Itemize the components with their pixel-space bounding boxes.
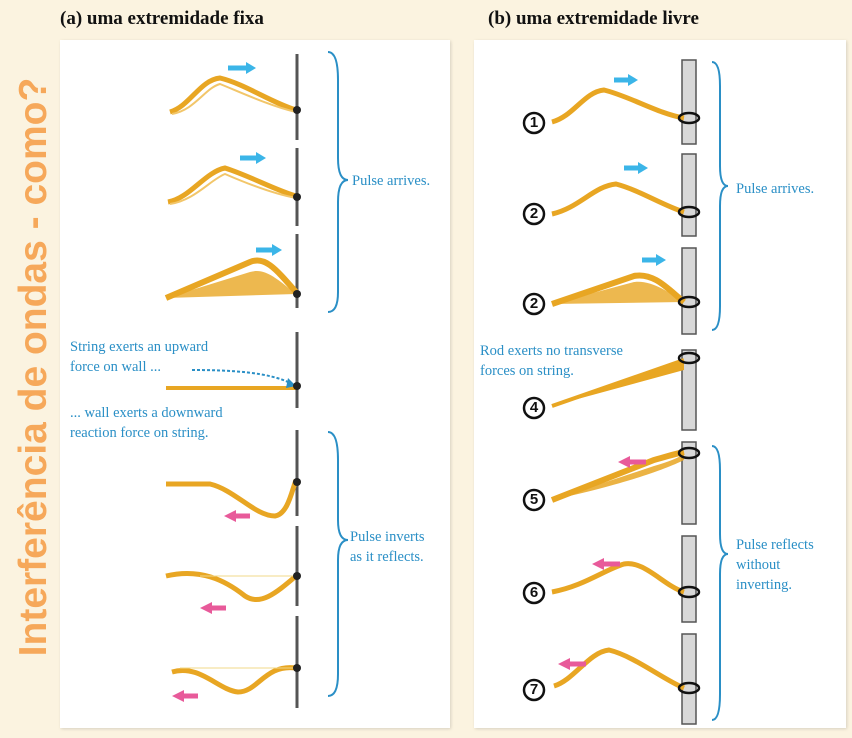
panel-b-diagram (522, 59, 729, 725)
panel-a: Pulse arrives. String exerts an upward f… (60, 40, 450, 728)
pulse-a-1 (169, 62, 301, 115)
pulse-b-2 (551, 162, 701, 219)
panel-a-title: (a) uma extremidade fixa (60, 8, 264, 29)
pulse-a-6 (165, 570, 301, 614)
label-a-arrives: Pulse arrives. (352, 173, 431, 189)
label-a-inverts-1: Pulse inverts (350, 529, 425, 545)
pulse-b-7 (553, 647, 701, 695)
pulse-a-2 (167, 152, 301, 205)
pulse-a-5 (166, 478, 301, 522)
label-b-rod-2: forces on string. (480, 363, 574, 379)
brace-b-reflects (711, 445, 729, 721)
pulse-a-4 (166, 369, 301, 390)
panel-a-diagram (164, 51, 349, 708)
pulse-a-3 (164, 244, 301, 301)
stage-label-7: 7 (529, 681, 539, 698)
pulse-b-6 (551, 558, 701, 599)
pulse-b-4 (551, 351, 701, 408)
label-b-reflects-1: Pulse reflects (736, 537, 814, 553)
label-a-string-force-2: force on wall ... (70, 359, 161, 375)
label-a-inverts-2: as it reflects. (350, 549, 424, 565)
brace-inverts (327, 431, 349, 697)
label-b-reflects-2: without (736, 557, 781, 573)
label-b-rod-1: Rod exerts no transverse (480, 343, 623, 359)
pulse-a-7 (171, 664, 301, 702)
label-a-wall-force-1: ... wall exerts a downward (70, 405, 223, 421)
label-b-arrives: Pulse arrives. (736, 181, 815, 197)
label-b-reflects-3: inverting. (736, 577, 792, 593)
pulse-b-5 (550, 446, 701, 503)
side-title: Interferência de ondas - como? (12, 77, 55, 657)
panel-b: 1 2 2 4 5 6 7 Pulse arrives. Rod exerts … (474, 40, 846, 728)
stage-label-5: 5 (529, 491, 539, 508)
label-a-wall-force-2: reaction force on string. (70, 425, 209, 441)
stage-label-3: 2 (529, 295, 539, 312)
stage-label-6: 6 (529, 584, 539, 601)
stage-label-2: 2 (529, 205, 539, 222)
stage-label-4: 4 (529, 399, 539, 416)
brace-b-arrives (711, 61, 729, 331)
panel-b-title: (b) uma extremidade livre (488, 8, 699, 29)
rod (681, 59, 697, 725)
stage-circles (522, 111, 546, 702)
stage-label-1: 1 (529, 114, 539, 131)
brace-arrives (327, 51, 349, 313)
label-a-string-force-1: String exerts an upward (70, 339, 209, 355)
pulse-b-3 (551, 254, 701, 309)
pulse-b-1 (551, 74, 701, 125)
